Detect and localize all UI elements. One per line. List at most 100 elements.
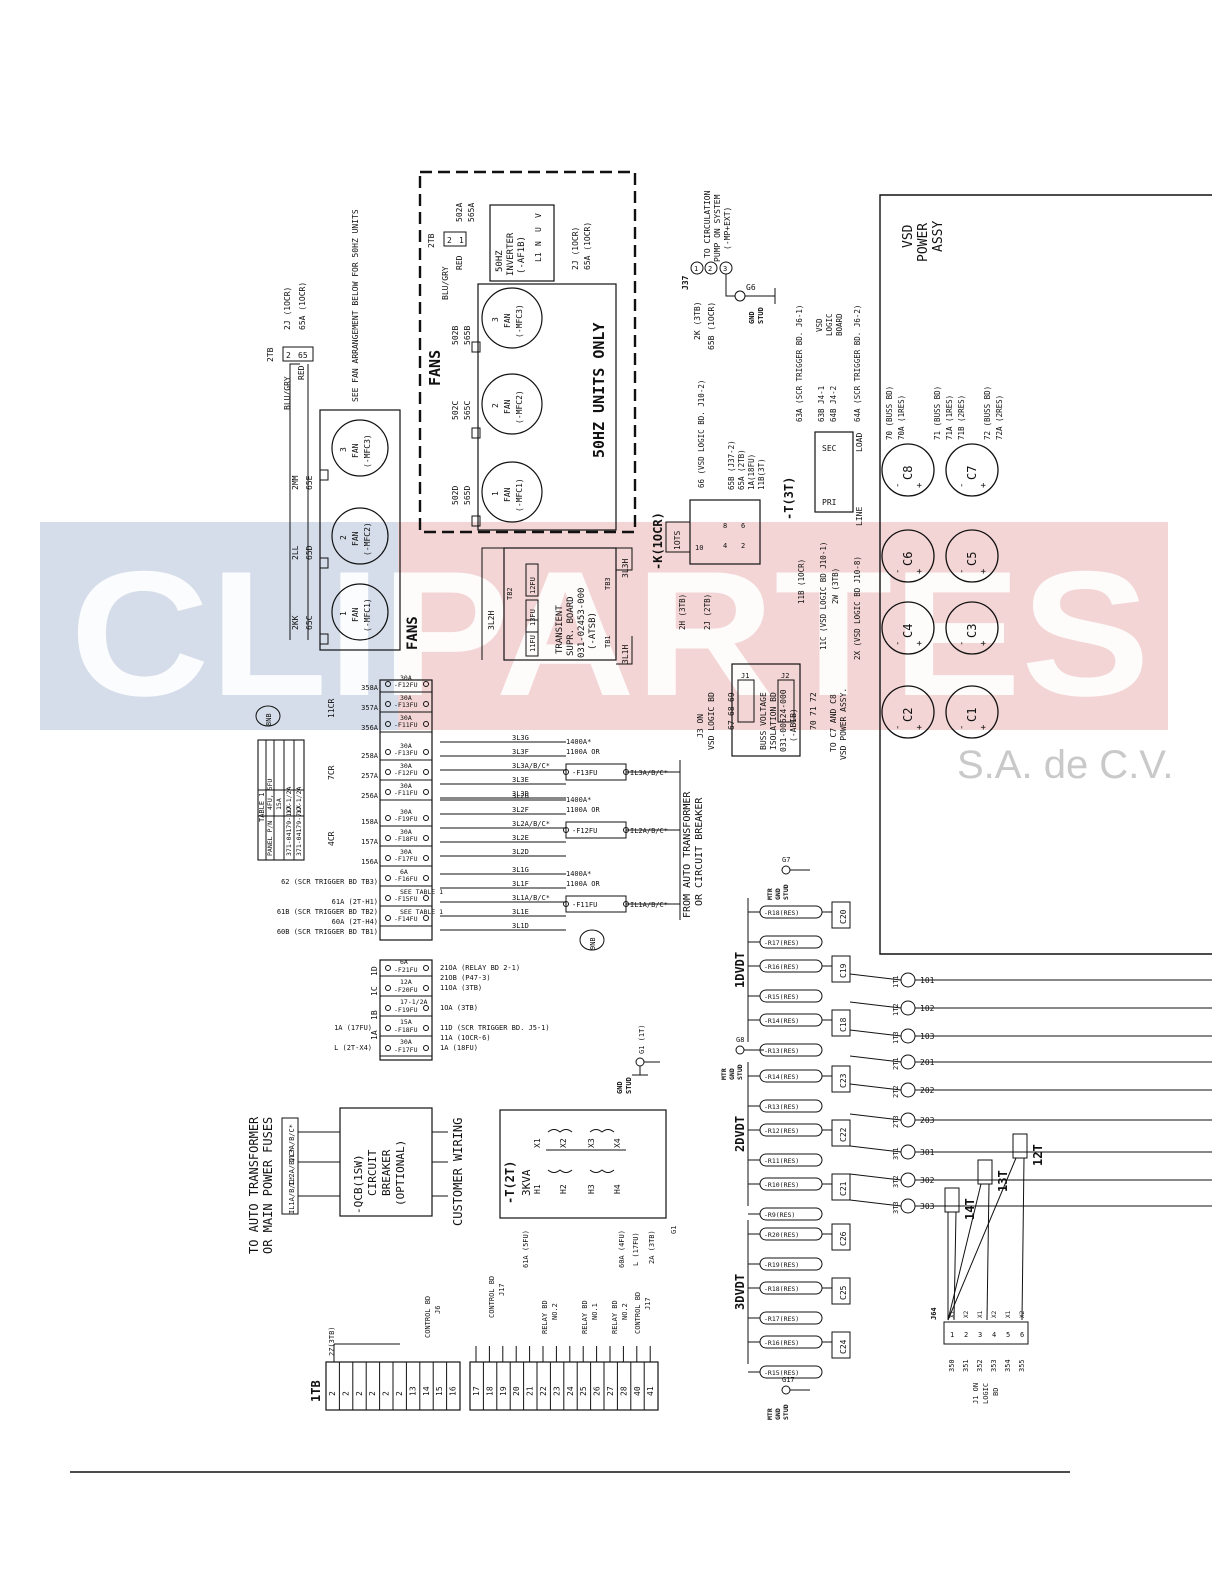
breaker-output-label: 3L2D — [512, 848, 529, 856]
capacitor-grid: C8-+C7-+C6-+C5-+C4-+C3-+C2-+C1-+ — [881, 443, 999, 739]
fan-number: 1 — [491, 491, 500, 496]
svg-text:2W (3TB): 2W (3TB) — [831, 568, 840, 604]
ct-wire-label: 351 — [962, 1359, 970, 1372]
dvdt-link — [849, 1029, 902, 1037]
svg-text:2J (1OCR): 2J (1OCR) — [571, 227, 580, 270]
dvdt-cap-label: C20 — [839, 909, 848, 924]
svg-text:POWER: POWER — [916, 223, 931, 262]
svg-text:J3 ON: J3 ON — [696, 714, 705, 738]
svg-text:1A(18FU): 1A(18FU) — [747, 454, 756, 490]
svg-text:J1: J1 — [741, 672, 749, 680]
tb1-terminal: 21 — [526, 1386, 535, 1396]
svg-text:N: N — [534, 241, 543, 246]
fuse-rating: 30A — [400, 782, 412, 790]
ct-j64: J64 J1 ON LOGIC BD — [930, 1307, 1000, 1404]
tb1-terminal: 26 — [593, 1386, 602, 1396]
fuse-terminal — [423, 769, 429, 775]
svg-text:1: 1 — [694, 265, 698, 273]
svg-text:L (17FU): L (17FU) — [632, 1232, 640, 1266]
mtr-gnd-stud — [735, 1045, 745, 1055]
svg-text:6: 6 — [741, 522, 745, 530]
fan-label: FAN — [351, 531, 360, 546]
fuse-terminal — [385, 895, 391, 901]
capacitor-plus: + — [915, 724, 925, 730]
lower-fuse-wire: 11D (SCR TRIGGER BD. J5-1) — [440, 1024, 550, 1032]
svg-text:BUSS VOLTAGE: BUSS VOLTAGE — [759, 692, 768, 750]
dvdt-link — [849, 1145, 902, 1153]
svg-text:7CR: 7CR — [327, 765, 336, 780]
gnd-id: G8 — [736, 1036, 744, 1044]
svg-text:VSD: VSD — [815, 318, 824, 332]
dvdt-capacitor — [831, 1223, 851, 1251]
fuse-rating: 30A — [400, 808, 412, 816]
dvdt-label: 1DVDT — [733, 952, 747, 988]
ct-wire-label: 353 — [990, 1359, 998, 1372]
dvdt-output-terminal — [900, 1028, 916, 1044]
dvdt-term-label: 1T2 — [892, 1003, 900, 1016]
breaker-output-label: 3L1F — [512, 880, 529, 888]
svg-text:J6: J6 — [434, 1306, 442, 1314]
svg-text:CIRCUIT: CIRCUIT — [366, 1149, 379, 1196]
mtr-gnd-label: GND — [728, 1068, 736, 1080]
svg-text:72: 72 — [809, 692, 818, 702]
svg-text:RELAY BD: RELAY BD — [541, 1300, 549, 1334]
svg-text:11B (1OCR): 11B (1OCR) — [797, 559, 806, 604]
dvdt-resistor-label: -R18(RES) — [764, 1285, 799, 1293]
svg-text:70: 70 — [809, 720, 818, 730]
fan-tag: (-MFC2) — [515, 390, 524, 424]
ct-wire-label: 354 — [1004, 1359, 1012, 1372]
fuse-block-frame — [379, 679, 433, 941]
dvdt-output-terminal — [900, 1000, 916, 1016]
ct-12t — [1012, 1133, 1028, 1159]
tb1-terminal: 15 — [435, 1386, 444, 1396]
svg-text:TRANSIENT: TRANSIENT — [555, 605, 565, 654]
mtr-gnd-stud — [781, 865, 791, 875]
svg-text:50HZ: 50HZ — [495, 250, 505, 272]
svg-text:2H (3TB): 2H (3TB) — [678, 594, 687, 630]
capacitor-label: C5 — [965, 552, 979, 566]
dvdt-output-terminal — [900, 1082, 916, 1098]
tb1-terminal: 2 — [341, 1391, 350, 1396]
svg-text:CUSTOMER WIRING: CUSTOMER WIRING — [451, 1118, 465, 1226]
capacitor-label: C7 — [965, 466, 979, 480]
dvdt-term-label: 3T1 — [892, 1147, 900, 1160]
svg-text:(-ABIB): (-ABIB) — [789, 708, 798, 742]
fuse-output-wire: 62 (SCR TRIGGER BD TB3) — [281, 878, 378, 886]
svg-text:2: 2 — [447, 236, 452, 245]
fuse-rating: SEE TABLE 1 — [400, 888, 443, 896]
dvdt-resistor-label: -R13(RES) — [764, 1103, 799, 1111]
capacitor-plus: + — [979, 482, 989, 488]
watermark-sub: S.A. de C.V. — [957, 743, 1173, 787]
svg-text:3L1H: 3L1H — [621, 645, 630, 664]
dvdt-resistor-label: -R12(RES) — [764, 1127, 799, 1135]
breaker-fuse-id: -F11FU — [572, 901, 597, 909]
breaker-rating: 1100A OR — [566, 880, 601, 888]
svg-text:(-ATSB): (-ATSB) — [588, 612, 598, 650]
tb1-terminal: 41 — [646, 1386, 655, 1396]
svg-text:1D: 1D — [370, 966, 379, 976]
svg-text:G1 (1T): G1 (1T) — [638, 1024, 646, 1054]
breaker-output-label: 3L3G — [512, 734, 529, 742]
svg-text:2Z(3TB): 2Z(3TB) — [328, 1326, 336, 1356]
svg-text:G6: G6 — [746, 283, 756, 292]
svg-text:17-1/2A: 17-1/2A — [295, 787, 303, 814]
dvdt-cap-label: C23 — [839, 1073, 848, 1088]
svg-text:PRI: PRI — [822, 498, 837, 507]
capacitor-plus: + — [915, 568, 925, 574]
svg-text:031-02453-000: 031-02453-000 — [577, 588, 587, 658]
fan-tag: (-MFC3) — [515, 304, 524, 338]
fan-tag: (-MFC3) — [363, 434, 372, 468]
svg-text:X3: X3 — [587, 1138, 596, 1148]
svg-text:11B(3T): 11B(3T) — [757, 458, 766, 490]
svg-text:NO.2: NO.2 — [621, 1303, 629, 1320]
fuse-id: -F18FU — [394, 835, 418, 843]
svg-text:BLU/GRY: BLU/GRY — [283, 376, 292, 410]
fan-connector — [319, 469, 329, 481]
fuse-rating: 12A — [400, 978, 412, 986]
capacitor-minus: - — [893, 725, 903, 730]
svg-text:FROM AUTO TRANSFORMER: FROM AUTO TRANSFORMER — [682, 791, 693, 918]
svg-text:9NB: 9NB — [589, 937, 597, 950]
